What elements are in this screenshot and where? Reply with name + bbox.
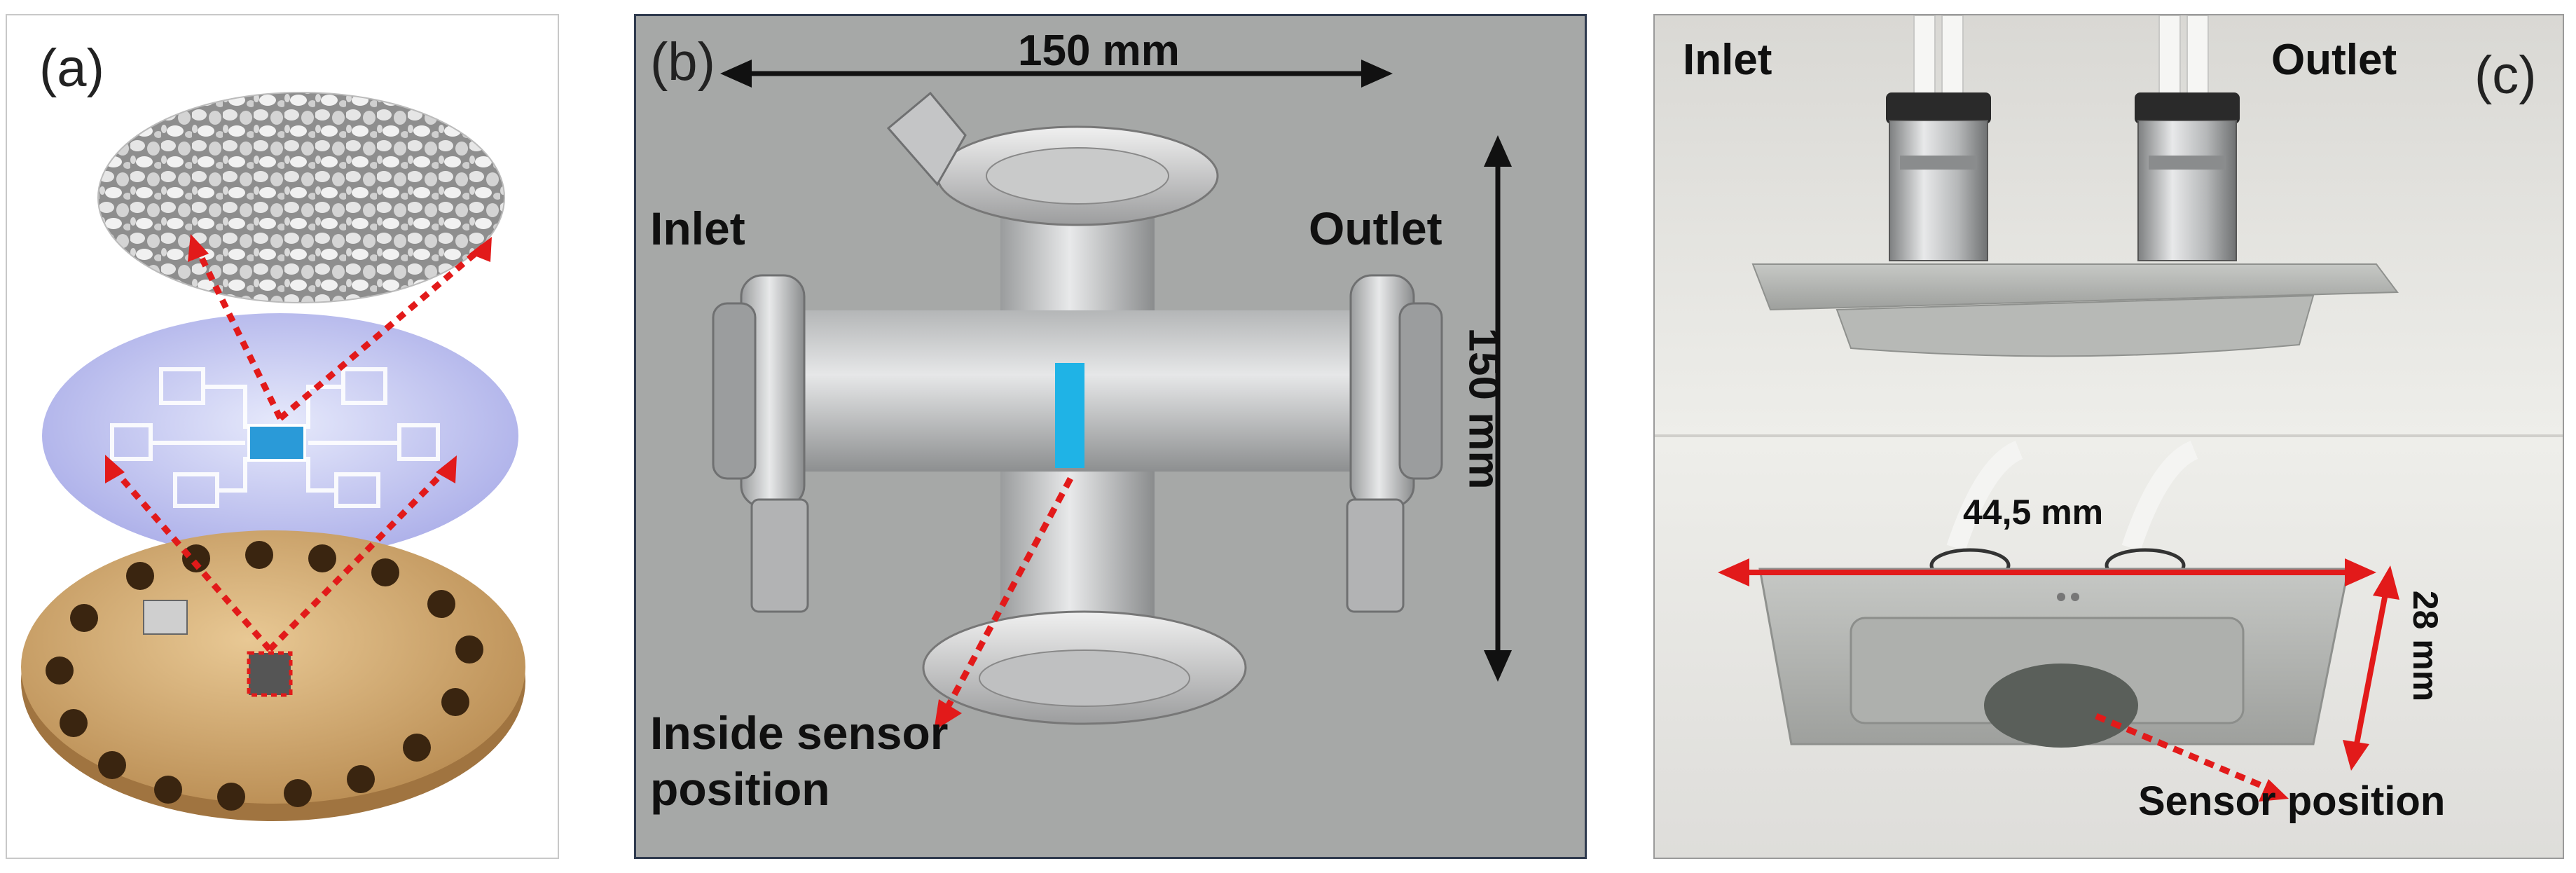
c-height-arrow-bottom: [2343, 740, 2369, 771]
width-arrow-right: [1361, 60, 1393, 88]
mounted-chip-icon: [247, 651, 293, 697]
c-width-arrow-left: [1718, 558, 1749, 586]
sensor-window-icon: [1984, 664, 2138, 748]
inlet-fitting-icon: [1889, 120, 1988, 261]
panel-b-sensor-label-line2: position: [650, 763, 830, 815]
panel-c-outlet-label: Outlet: [2271, 36, 2397, 84]
c-height-arrow-top: [2373, 565, 2399, 600]
panel-c-label: (c): [2474, 46, 2537, 105]
panel-b-inlet-label: Inlet: [650, 202, 745, 254]
sem-film-image: [98, 92, 504, 303]
panel-b-outlet-label: Outlet: [1309, 202, 1442, 254]
vacuum-cross-chamber-photo: [636, 16, 1585, 857]
panel-b-sensor-label-line1: Inside sensor: [650, 707, 949, 759]
panel-b: (b) 150 mm 150 mm Inlet Outlet Inside se…: [634, 14, 1587, 859]
panel-c-height-dimension: 28 mm: [2406, 590, 2445, 702]
panel-b-height-dimension: 150 mm: [1459, 327, 1508, 490]
outlet-fitting-icon: [2137, 120, 2237, 261]
height-arrow-top: [1484, 135, 1512, 167]
panel-c: Inlet Outlet (c) 44,5 mm 28 mm Sensor po…: [1653, 14, 2564, 859]
panel-b-width-dimension: 150 mm: [1018, 27, 1180, 75]
c-width-arrow-right: [2345, 558, 2376, 586]
height-arrow-bottom: [1484, 650, 1512, 682]
sensor-arrow-head: [934, 699, 962, 731]
pcb-component-icon: [143, 600, 188, 635]
c-sensor-arrow-head: [2259, 779, 2289, 802]
panel-a-illustration: [21, 92, 525, 821]
sensor-marker: [1055, 363, 1084, 468]
panel-c-width-dimension: 44,5 mm: [1963, 493, 2104, 532]
flow-cell-photo: [1655, 15, 2563, 858]
width-arrow-left: [720, 60, 752, 88]
chip-center-icon: [247, 424, 306, 462]
panel-c-inlet-label: Inlet: [1683, 36, 1772, 84]
panel-a-label: (a): [39, 39, 104, 98]
panel-c-sensor-label: Sensor position: [2138, 778, 2446, 824]
top-clamp-handle-icon: [886, 91, 967, 186]
panel-b-label: (b): [650, 32, 715, 92]
panel-a: (a): [6, 14, 559, 859]
